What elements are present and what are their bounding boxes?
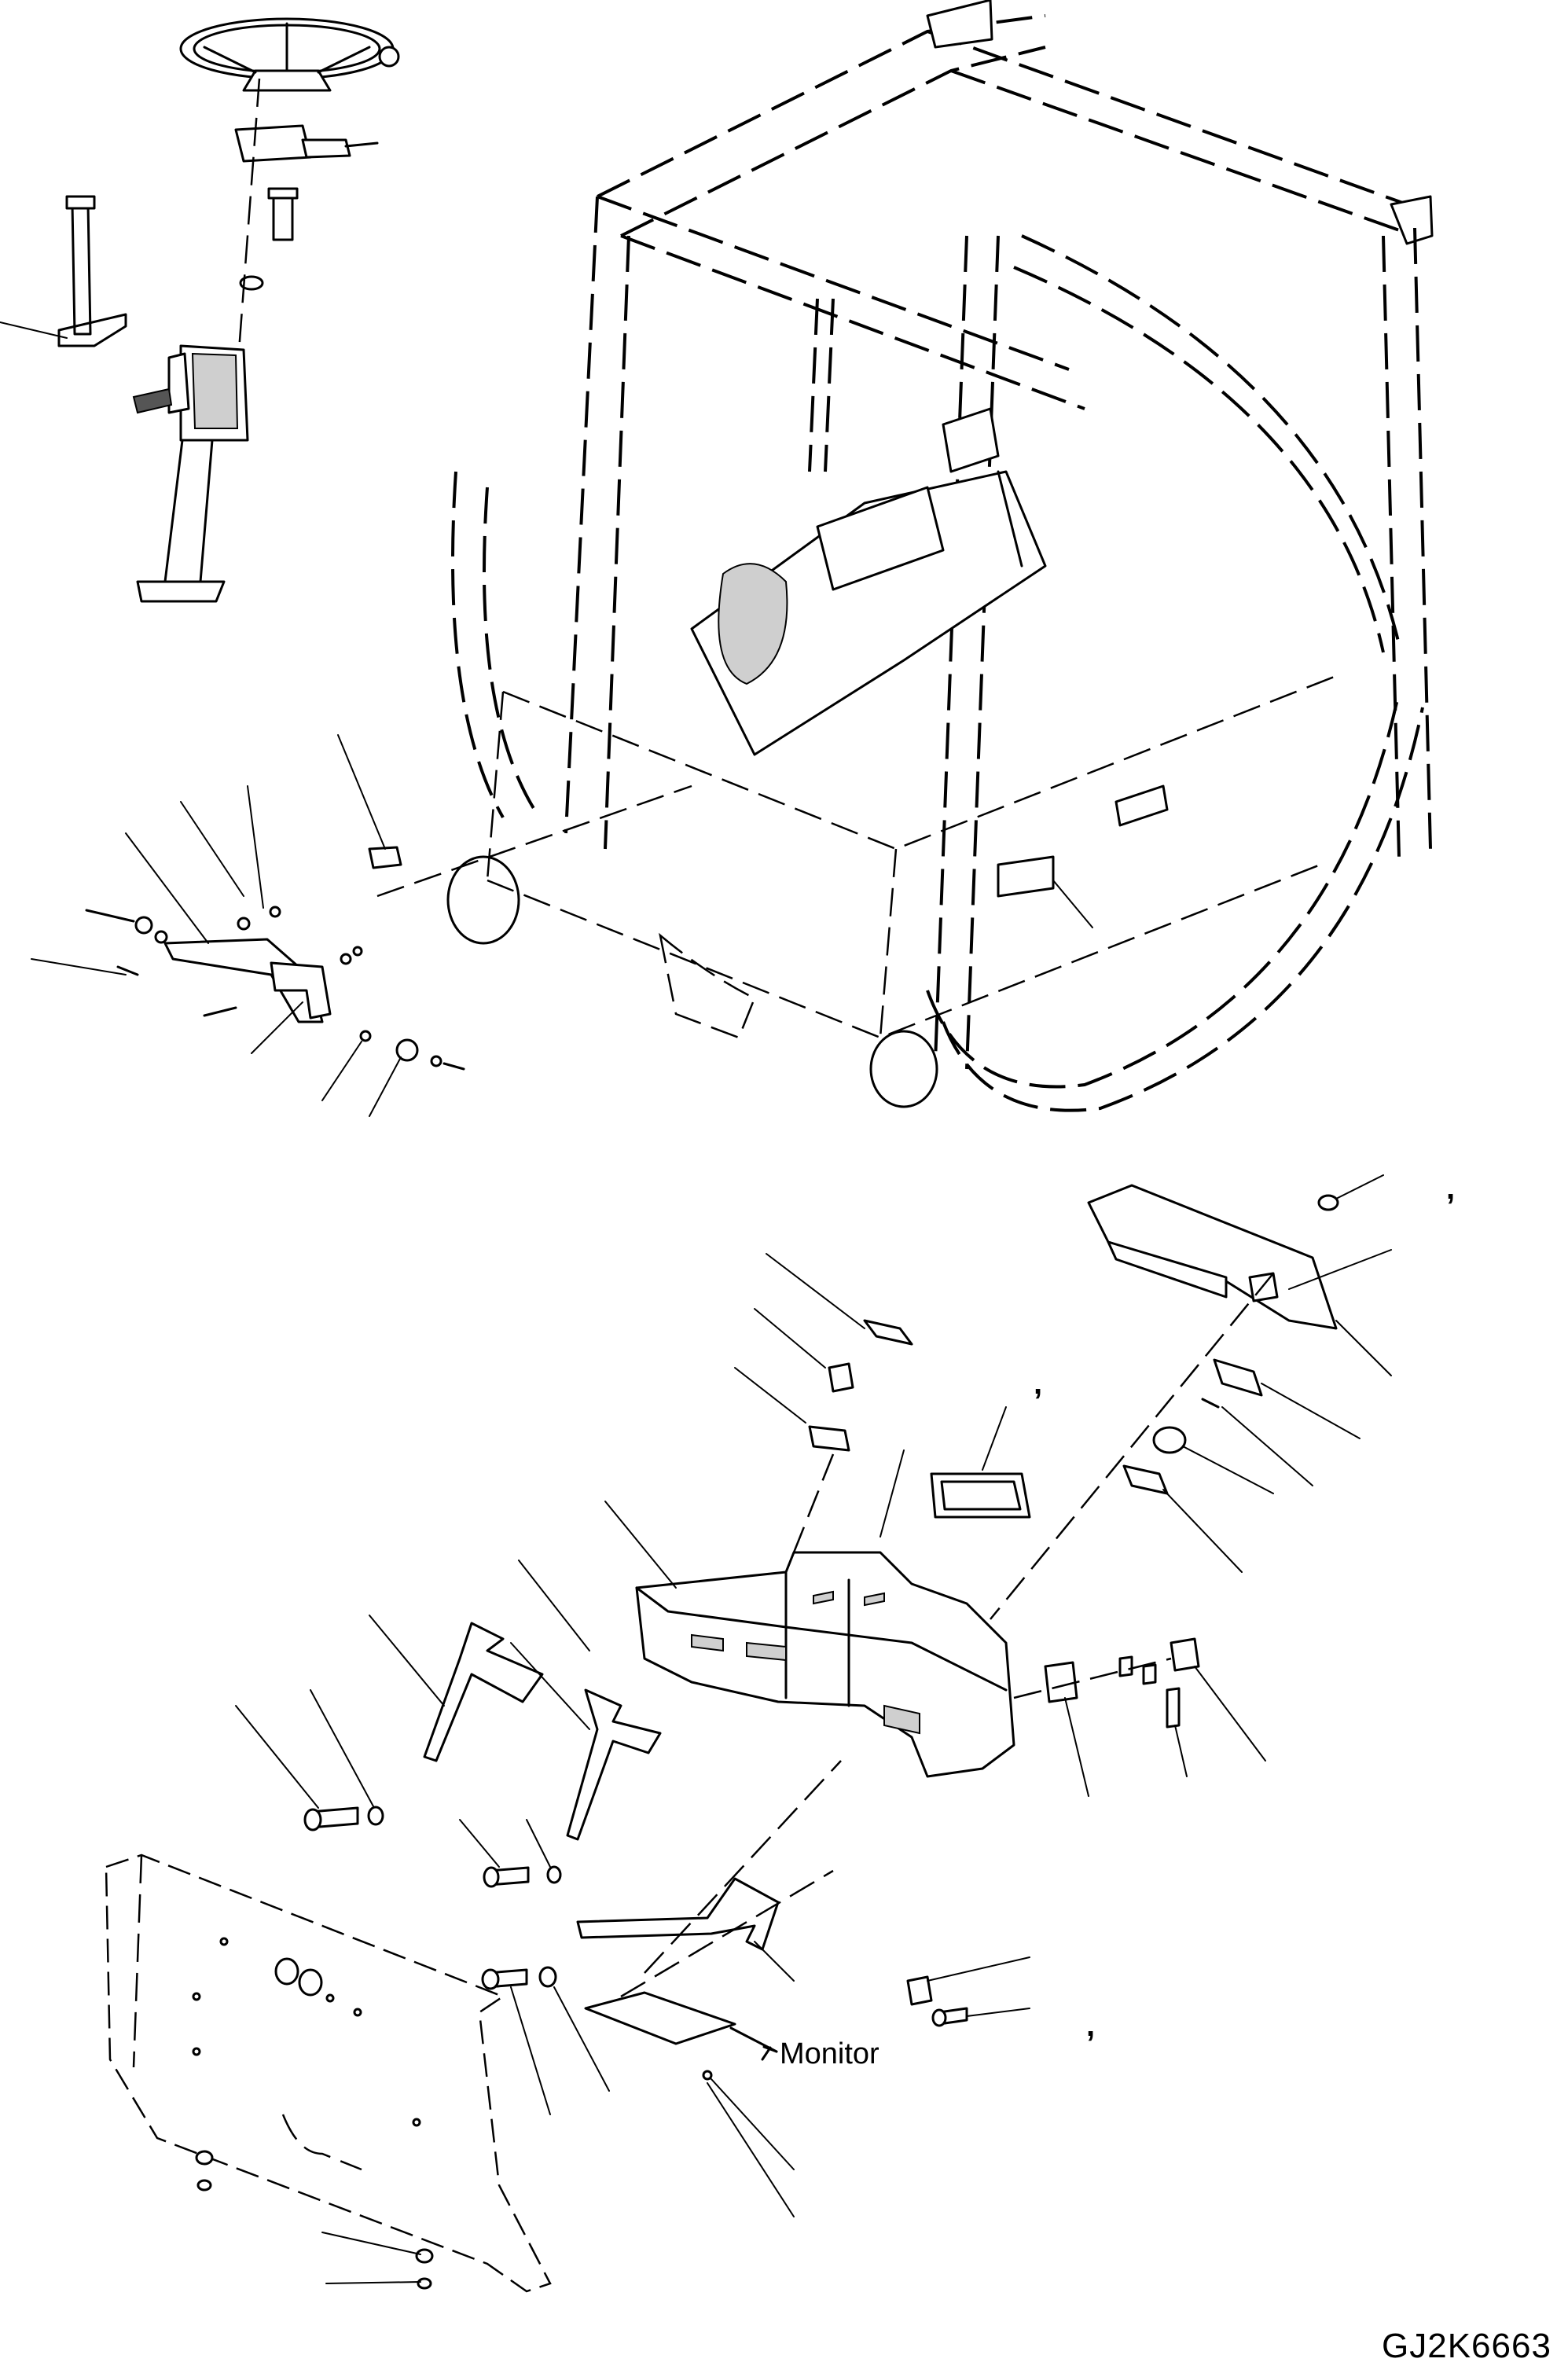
reference-mark: , (1034, 1366, 1043, 1401)
main-console-housing (518, 1253, 1266, 1797)
floor-panel (105, 1853, 552, 2293)
steering-column-assembly (0, 17, 400, 603)
reference-mark: , (1086, 2008, 1096, 2043)
connector-line (376, 784, 692, 898)
monitor-label: Monitor (780, 2037, 879, 2070)
console-brackets (235, 1615, 662, 2115)
pedal-linkage-assembly (31, 734, 465, 1117)
clip-and-bolt (906, 1956, 1030, 2027)
cab-frame-outline (446, 0, 1434, 1112)
reference-mark: , (1446, 1171, 1456, 1206)
console-cover-assembly (990, 1174, 1392, 1620)
monitor-bracket (576, 1760, 842, 2217)
drawing-code-label: GJ2K6663 (1382, 2327, 1551, 2365)
